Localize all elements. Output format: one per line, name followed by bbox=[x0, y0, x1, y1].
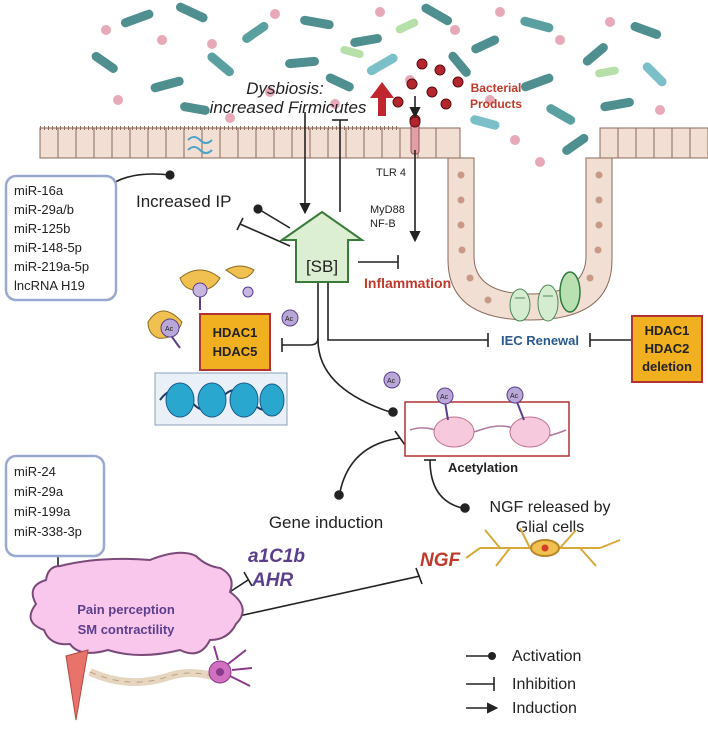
mirna-list-top: miR-16a miR-29a/b miR-125b miR-148-5p mi… bbox=[14, 183, 89, 293]
pain-line2: SM contractility bbox=[78, 622, 176, 637]
ac-label: Ac bbox=[440, 394, 449, 401]
ac-free bbox=[383, 371, 401, 389]
legend-induction: Induction bbox=[512, 700, 577, 717]
legend-activation: Activation bbox=[512, 648, 581, 665]
bacterial-products-line2: Products bbox=[470, 97, 522, 111]
nfb-label: NF-B bbox=[370, 218, 396, 230]
chromatin-closed bbox=[154, 372, 288, 426]
hdac-left-line1: HDAC1 bbox=[213, 325, 258, 340]
epithelium bbox=[39, 126, 708, 159]
dysbiosis-line2: increased Firmicutes bbox=[210, 98, 367, 117]
sb-arrow bbox=[278, 210, 366, 283]
gene-ahr: AHR bbox=[251, 570, 293, 591]
pain-line1: Pain perception bbox=[77, 602, 175, 617]
sb-label: [SB] bbox=[306, 257, 338, 276]
ac-label: Ac bbox=[510, 393, 519, 400]
mirna-box-bottom bbox=[4, 454, 106, 558]
mirna-list-bottom: miR-24 miR-29a miR-199a miR-338-3p bbox=[14, 464, 82, 539]
acetylation-label: Acetylation bbox=[448, 460, 518, 475]
mirna-item: miR-16a bbox=[14, 183, 64, 198]
bacteria-cloud bbox=[91, 2, 667, 167]
ac-label: Ac bbox=[387, 378, 396, 385]
intestinal-crypt bbox=[447, 157, 613, 322]
mirna-item: miR-199a bbox=[14, 504, 71, 519]
hdac-right-line3: deletion bbox=[642, 359, 692, 374]
muscle-neuron bbox=[65, 645, 253, 721]
mirna-box-top bbox=[4, 174, 118, 302]
glial-cell bbox=[465, 527, 621, 567]
iec-renewal-label: IEC Renewal bbox=[501, 333, 579, 348]
mirna-item: miR-148-5p bbox=[14, 240, 82, 255]
inflammation-label: Inflammation bbox=[364, 275, 451, 291]
tlr4-receptor bbox=[409, 116, 421, 155]
mirna-item: miR-29a bbox=[14, 484, 64, 499]
dysbiosis-line1: Dysbiosis: bbox=[246, 79, 324, 98]
myd88-label: MyD88 bbox=[370, 204, 405, 216]
mirna-item: miR-125b bbox=[14, 221, 70, 236]
hdac-enzyme-icons: Ac Ac bbox=[147, 265, 299, 349]
ac-label: Ac bbox=[165, 326, 174, 333]
pain-star bbox=[29, 551, 244, 656]
hdac-left-box bbox=[199, 313, 271, 371]
mirna-item: miR-24 bbox=[14, 464, 56, 479]
gene-induction-label: Gene induction bbox=[269, 513, 383, 532]
bacterial-products-line1: Bacterial bbox=[471, 81, 522, 95]
tlr4-label: TLR 4 bbox=[376, 167, 406, 179]
bacterial-products-dots bbox=[392, 58, 464, 126]
hdac-right-line1: HDAC1 bbox=[645, 323, 690, 338]
ac-label: Ac bbox=[285, 316, 294, 323]
increase-arrow bbox=[370, 82, 394, 116]
legend-inhibition: Inhibition bbox=[512, 676, 576, 693]
legend: Activation Inhibition Induction bbox=[466, 648, 581, 717]
ngf-label: NGF bbox=[420, 550, 462, 571]
gene-a1c1b: a1C1b bbox=[248, 546, 305, 567]
chromatin-open: Ac Ac bbox=[404, 386, 570, 457]
hdac-right-box bbox=[631, 315, 703, 383]
mirna-item: miR-338-3p bbox=[14, 524, 82, 539]
hdac-right-line2: HDAC2 bbox=[645, 341, 690, 356]
ngf-released-line2: Glial cells bbox=[516, 519, 584, 536]
mirna-item: miR-219a-5p bbox=[14, 259, 89, 274]
ngf-released-line1: NGF released by bbox=[490, 499, 611, 516]
mirna-item: lncRNA H19 bbox=[14, 278, 85, 293]
increased-ip-label: Increased IP bbox=[136, 192, 231, 211]
hdac-left-line2: HDAC5 bbox=[213, 344, 258, 359]
mirna-item: miR-29a/b bbox=[14, 202, 74, 217]
